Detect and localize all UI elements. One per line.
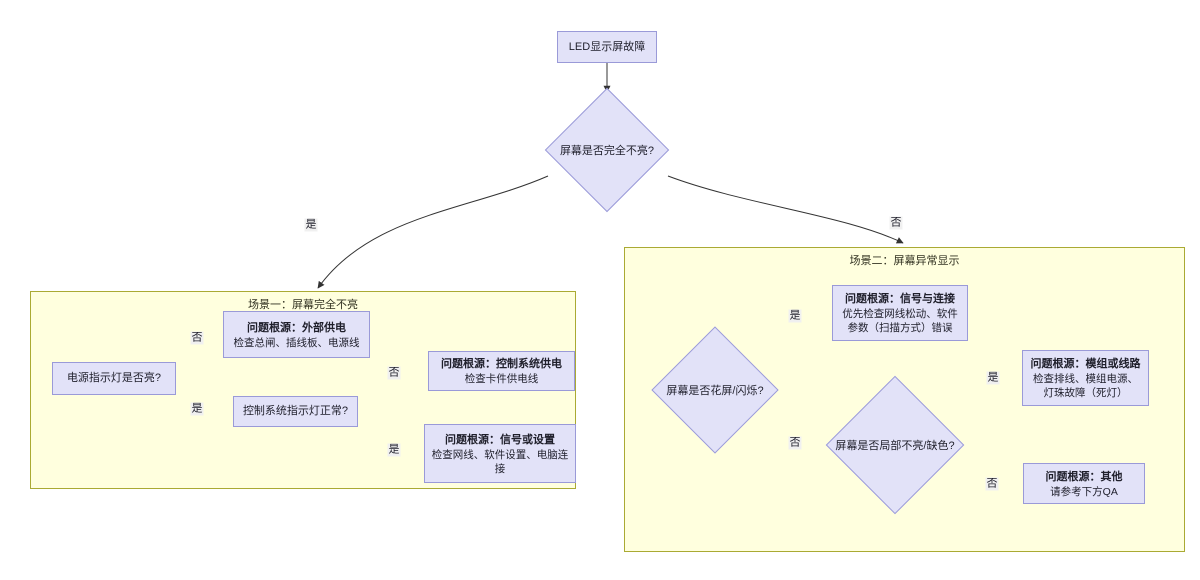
result-title: 问题根源：外部供电: [247, 321, 346, 334]
edge-root-no: [667, 175, 904, 244]
edge-label-s1-power-no: 否: [190, 331, 204, 345]
result-signal-and-connection[interactable]: 问题根源：信号与连接 优先检查网线松动、软件参数（扫描方式）错误: [832, 285, 968, 341]
decision-label: 屏幕是否花屏/闪烁?: [666, 385, 764, 397]
edge-label-root-yes: 是: [304, 218, 318, 232]
edge-label-s2-flicker-yes: 是: [788, 309, 802, 323]
result-control-system-power[interactable]: 问题根源：控制系统供电 检查卡件供电线: [428, 351, 575, 391]
result-desc: 检查网线、软件设置、电脑连接: [431, 448, 569, 475]
edge-label-s1-ctrl-no: 否: [387, 366, 401, 380]
result-other[interactable]: 问题根源：其他 请参考下方QA: [1023, 463, 1145, 504]
result-title: 问题根源：控制系统供电: [441, 358, 562, 370]
result-title: 问题根源：模组或线路: [1030, 358, 1141, 370]
edge-label-s2-partial-no: 否: [985, 477, 999, 491]
node-start-label: LED显示屏故障: [568, 40, 646, 53]
decision-control-indicator[interactable]: 控制系统指示灯正常?: [233, 396, 358, 427]
result-module-or-circuit[interactable]: 问题根源：模组或线路 检查排线、模组电源、灯珠故障（死灯）: [1022, 350, 1149, 406]
decision-power-indicator-label: 电源指示灯是否亮?: [66, 372, 162, 384]
decision-label: 屏幕是否局部不亮/缺色?: [835, 440, 955, 452]
result-desc: 检查总闸、插线板、电源线: [233, 336, 360, 349]
edge-root-yes: [317, 175, 549, 289]
decision-power-indicator[interactable]: 电源指示灯是否亮?: [52, 362, 176, 395]
scenario-two-title: 场景二：屏幕异常显示: [849, 255, 960, 267]
node-start[interactable]: LED显示屏故障: [557, 31, 657, 63]
decision-label: 屏幕是否完全不亮?: [559, 145, 655, 157]
decision-screen-fully-dark[interactable]: 屏幕是否完全不亮?: [532, 87, 682, 213]
result-title: 问题根源：其他: [1045, 470, 1123, 483]
result-signal-or-setting[interactable]: 问题根源：信号或设置 检查网线、软件设置、电脑连接: [424, 424, 576, 483]
result-title: 问题根源：信号或设置: [445, 433, 555, 446]
decision-partial-dark[interactable]: 屏幕是否局部不亮/缺色?: [825, 375, 965, 515]
edge-label-s1-ctrl-yes: 是: [387, 443, 401, 457]
scenario-one-title: 场景一：屏幕完全不亮: [248, 299, 358, 311]
decision-screen-flicker[interactable]: 屏幕是否花屏/闪烁?: [650, 325, 780, 455]
decision-control-indicator-label: 控制系统指示灯正常?: [242, 405, 349, 417]
result-external-power[interactable]: 问题根源：外部供电 检查总闸、插线板、电源线: [223, 311, 370, 358]
result-desc: 优先检查网线松动、软件参数（扫描方式）错误: [842, 308, 958, 334]
edge-label-s2-partial-yes: 是: [986, 371, 1000, 385]
result-title: 问题根源：信号与连接: [845, 293, 955, 305]
edge-label-s1-power-yes: 是: [190, 402, 204, 416]
edge-label-s2-flicker-no: 否: [788, 436, 802, 450]
result-desc: 请参考下方QA: [1050, 485, 1118, 498]
result-desc: 检查排线、模组电源、灯珠故障（死灯）: [1033, 373, 1138, 399]
result-desc: 检查卡件供电线: [464, 373, 539, 385]
edge-label-root-no: 否: [889, 216, 903, 230]
